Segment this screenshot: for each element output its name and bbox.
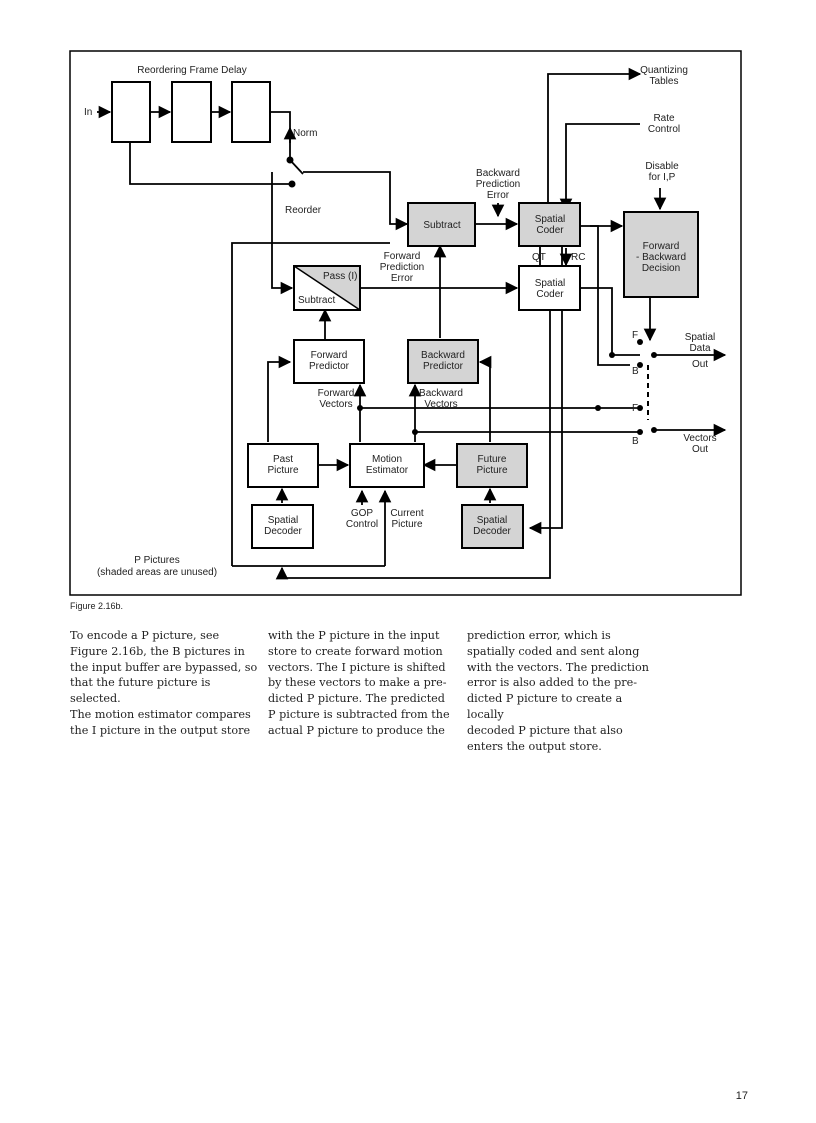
switch-lower-f-label: F (632, 403, 638, 414)
switch-upper-b-label: B (632, 366, 639, 377)
past-picture-label-2: Picture (267, 465, 299, 476)
in-label: In (84, 107, 92, 118)
rate-control-label-2: Control (648, 124, 680, 135)
spatial-decoder-right-label-1: Spatial (477, 515, 508, 526)
reordering-frame-delay-label: Reordering Frame Delay (137, 65, 247, 76)
disable-label-2: for I,P (649, 172, 676, 183)
decision-label-2: - Backward (636, 252, 686, 263)
disable-label-1: Disable (645, 161, 679, 172)
decision-label-3: Decision (642, 263, 680, 274)
spatial-data-out-label-1: Spatial (685, 332, 716, 343)
body-text-column-2: with the P picture in the input store to… (268, 629, 450, 737)
pass-i-label: Pass (I) (323, 271, 357, 282)
subtract-box-label: Subtract (423, 220, 460, 231)
current-picture-label-2: Picture (391, 519, 423, 530)
body-text-column-3: prediction error, which is spatially cod… (467, 629, 649, 753)
spatial-coder-lower-label-2: Coder (536, 289, 564, 300)
motion-estimator-label-1: Motion (372, 454, 402, 465)
spatial-coder-upper-label-1: Spatial (535, 214, 566, 225)
figure-2-16b: Reordering Frame Delay In Norm Reorder Q… (69, 50, 742, 596)
reorder-label: Reorder (285, 205, 322, 216)
gop-control-label-1: GOP (351, 508, 374, 519)
forward-predictor-label-2: Predictor (309, 361, 350, 372)
switch-contacts (286, 156, 657, 435)
p-pictures-label-1: P Pictures (134, 555, 179, 566)
past-picture-label-1: Past (273, 454, 293, 465)
spatial-coder-lower-box (518, 265, 581, 311)
backward-vectors-label-1: Backward (419, 388, 463, 399)
body-text-column-1: To encode a P picture, see Figure 2.16b,… (70, 629, 258, 737)
backward-vectors-label-2: Vectors (424, 399, 457, 410)
future-picture-box (456, 443, 528, 488)
qt-label: QT (532, 252, 546, 263)
spatial-data-out-label-3: Out (692, 359, 708, 370)
spatial-decoder-left-label-1: Spatial (268, 515, 299, 526)
forward-vectors-label-1: Forward (318, 388, 355, 399)
spatial-data-out-label-2: Data (689, 343, 711, 354)
rate-control-label-1: Rate (653, 113, 675, 124)
vectors-out-label-1: Vectors (683, 433, 716, 444)
forward-prediction-error-label-1: Forward (384, 251, 421, 262)
future-picture-label-1: Future (478, 454, 507, 465)
quantizing-tables-label-2: Tables (650, 76, 679, 87)
spatial-coder-upper-label-2: Coder (536, 225, 564, 236)
quantizing-tables-label-1: Quantizing (640, 65, 688, 76)
spatial-coder-upper-box (518, 202, 581, 247)
gop-control-label-2: Control (346, 519, 378, 530)
figure-caption: Figure 2.16b. (70, 601, 124, 611)
spatial-coder-lower-label-1: Spatial (535, 278, 566, 289)
signal-wires (97, 67, 727, 580)
forward-prediction-error-label-2: Prediction (380, 262, 424, 273)
forward-predictor-label-1: Forward (311, 350, 348, 361)
pass-subtract-box (293, 265, 361, 311)
motion-estimator-box (349, 443, 425, 488)
norm-label: Norm (293, 128, 317, 139)
backward-prediction-error-label-3: Error (487, 190, 510, 201)
spatial-decoder-right-label-2: Decoder (473, 526, 511, 537)
decision-label-1: Forward (643, 241, 680, 252)
switch-lower-b-label: B (632, 436, 639, 447)
subtract-box (407, 202, 476, 247)
forward-prediction-error-label-3: Error (391, 273, 414, 284)
backward-prediction-error-label-1: Backward (476, 168, 520, 179)
vectors-out-label-2: Out (692, 444, 708, 455)
pass-subtract-label: Subtract (298, 295, 335, 306)
spatial-decoder-left-label-2: Decoder (264, 526, 302, 537)
frame-delay-box-3 (231, 81, 271, 143)
page-number: 17 (735, 1090, 748, 1102)
rc-label: RC (571, 252, 585, 263)
motion-estimator-label-2: Estimator (366, 465, 409, 476)
backward-predictor-label-1: Backward (421, 350, 465, 361)
past-picture-box (247, 443, 319, 488)
frame-delay-box-2 (171, 81, 212, 143)
current-picture-label-1: Current (390, 508, 424, 519)
forward-predictor-box (293, 339, 365, 384)
forward-backward-decision-box (623, 211, 699, 298)
figure-frame (69, 50, 742, 596)
frame-delay-box-1 (111, 81, 151, 143)
backward-predictor-box (407, 339, 479, 384)
switch-upper-f-label: F (632, 330, 638, 341)
future-picture-label-2: Picture (476, 465, 508, 476)
backward-predictor-label-2: Predictor (423, 361, 464, 372)
spatial-decoder-left-box (251, 504, 314, 549)
forward-vectors-label-2: Vectors (319, 399, 352, 410)
spatial-decoder-right-box (461, 504, 524, 549)
p-pictures-label-2: (shaded areas are unused) (97, 567, 217, 578)
backward-prediction-error-label-2: Prediction (476, 179, 520, 190)
